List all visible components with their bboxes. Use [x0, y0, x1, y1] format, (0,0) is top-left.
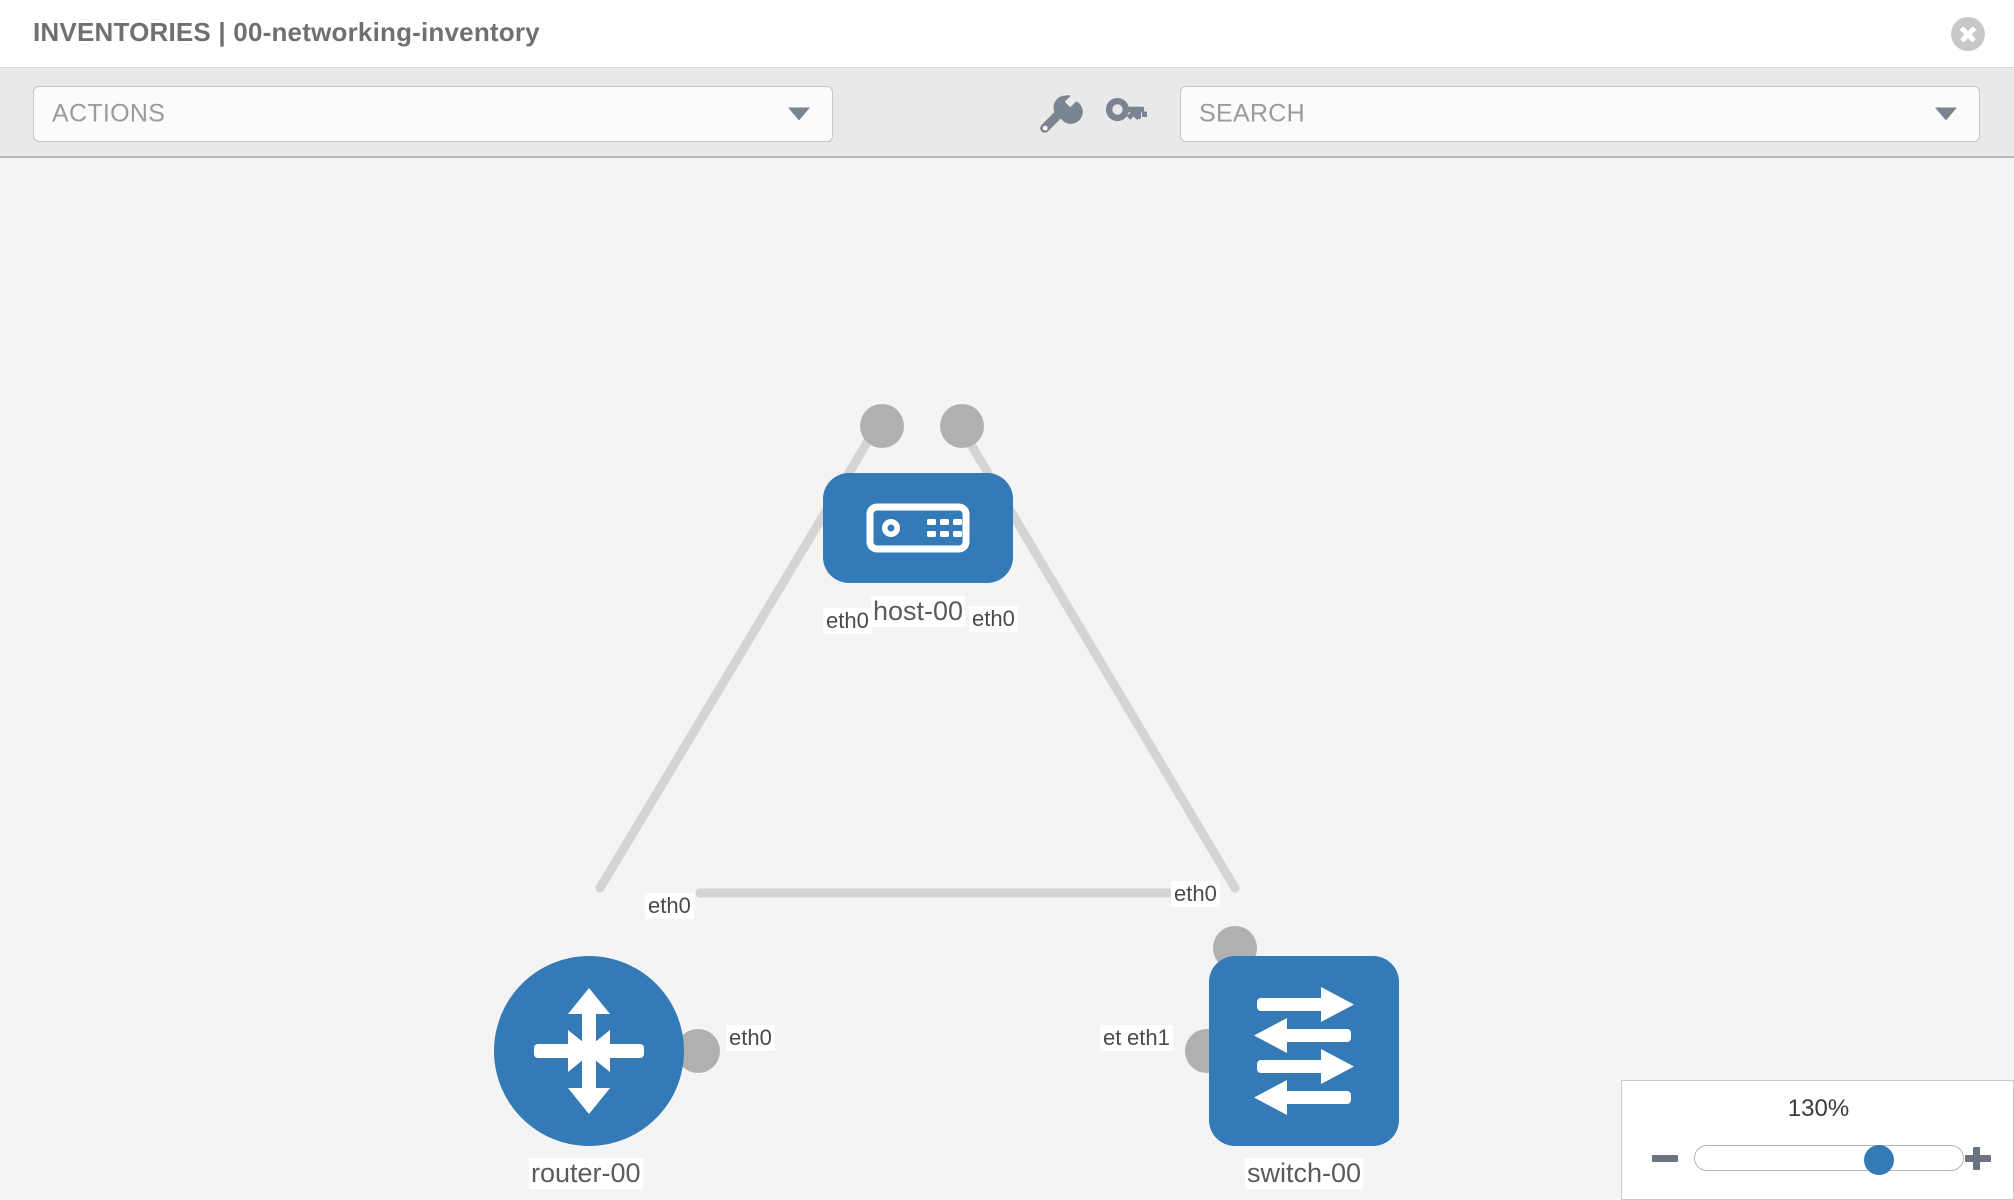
- edge-label-switch-left-occluded: et: [1100, 1025, 1125, 1051]
- topology-links: [595, 421, 1240, 898]
- zoom-level-value: 130%: [1787, 1095, 1850, 1122]
- switch-arrows-icon: [1254, 987, 1354, 1115]
- topology-canvas[interactable]: host-00 router-0: [0, 158, 2014, 1200]
- node-host-00[interactable]: [823, 473, 1013, 583]
- node-switch-00[interactable]: [1209, 956, 1399, 1146]
- edge-label-host-right: eth0: [969, 606, 1018, 632]
- actions-dropdown[interactable]: ACTIONS: [33, 86, 833, 142]
- node-label-switch-00: switch-00: [1245, 1158, 1364, 1189]
- node-label-router-00: router-00: [529, 1158, 643, 1189]
- key-icon[interactable]: [1098, 88, 1150, 140]
- edge-label-switch-up: eth0: [1171, 881, 1220, 907]
- node-router-00[interactable]: [494, 956, 684, 1146]
- zoom-slider-row: [1622, 1137, 2014, 1181]
- zoom-in-icon[interactable]: [1963, 1143, 1993, 1173]
- wrench-icon[interactable]: [1032, 88, 1084, 140]
- edge-label-router-up: eth0: [645, 893, 694, 919]
- node-label-host-00: host-00: [871, 596, 966, 627]
- chevron-down-icon: [1935, 107, 1957, 121]
- search-placeholder: SEARCH: [1199, 99, 1305, 128]
- toolbar: ACTIONS: [0, 68, 2014, 158]
- zoom-slider-track[interactable]: [1694, 1145, 1964, 1175]
- edge-label-router-right: eth0: [726, 1025, 775, 1051]
- actions-dropdown-label: ACTIONS: [52, 99, 166, 128]
- page-title: INVENTORIES | 00-networking-inventory: [33, 17, 540, 47]
- zoom-control-panel: 130%: [1621, 1080, 2014, 1200]
- page-header: INVENTORIES | 00-networking-inventory: [0, 0, 2014, 68]
- router-arrows-icon: [534, 988, 644, 1114]
- server-icon: [866, 503, 970, 553]
- edge-label-host-left: eth0: [823, 608, 872, 634]
- close-icon[interactable]: [1951, 17, 1985, 51]
- zoom-out-icon[interactable]: [1650, 1143, 1680, 1173]
- edge-label-switch-left: eth1: [1124, 1025, 1173, 1051]
- chevron-down-icon: [788, 107, 810, 121]
- search-input[interactable]: SEARCH: [1180, 86, 1980, 142]
- endpoint-host-left: [860, 404, 904, 448]
- endpoint-host-right: [940, 404, 984, 448]
- zoom-slider-thumb[interactable]: [1864, 1145, 1894, 1175]
